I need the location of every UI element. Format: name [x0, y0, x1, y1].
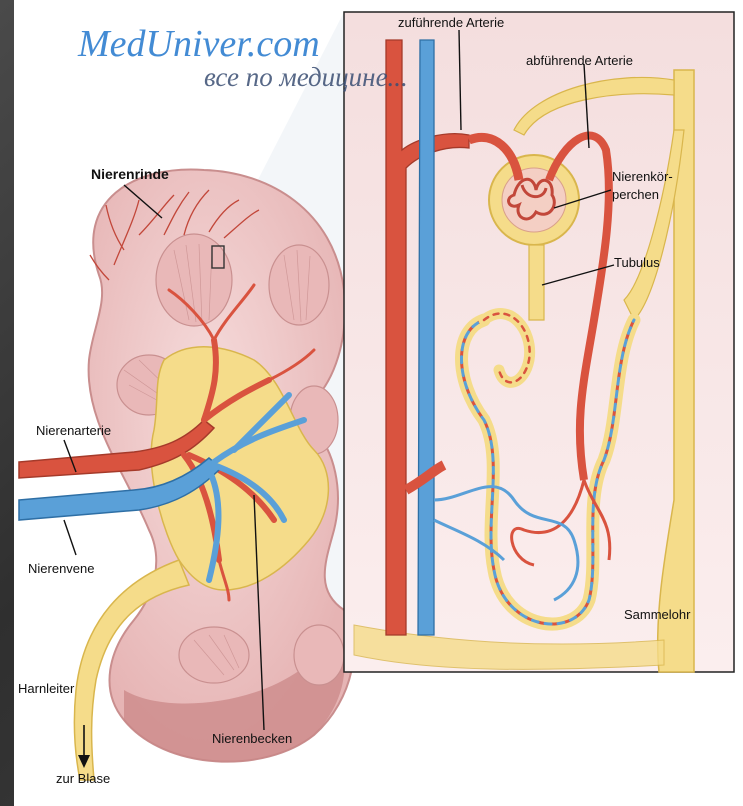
label-nierenkoerperchen-line1: Nierenkör-: [612, 170, 673, 185]
kidney-figure: MedUniver.com все по медицине... Nierenr…: [14, 0, 743, 806]
label-nierenrinde: Nierenrinde: [91, 166, 169, 182]
label-tubulus: Tubulus: [614, 256, 660, 271]
kidney-illustration: [14, 0, 743, 806]
watermark-subtitle: все по медицине...: [204, 62, 408, 93]
tubulus: [529, 245, 544, 320]
nephron-panel: [344, 12, 734, 672]
interlobular-vein: [418, 40, 434, 635]
label-abfuehrende-arterie: abführende Arterie: [526, 54, 633, 69]
label-nierenvene: Nierenvene: [28, 562, 95, 577]
capsule-space: [502, 168, 566, 232]
label-zur-blase: zur Blase: [56, 772, 110, 787]
label-sammelrohr: Sammelohr: [624, 608, 690, 623]
label-nierenbecken: Nierenbecken: [212, 732, 292, 747]
watermark-title: MedUniver.com: [78, 22, 320, 66]
label-nierenarterie: Nierenarterie: [36, 424, 111, 439]
label-zufuehrende-arterie: zuführende Arterie: [398, 16, 504, 31]
label-nierenkoerperchen-line2: perchen: [612, 188, 659, 203]
label-harnleiter: Harnleiter: [18, 682, 74, 697]
